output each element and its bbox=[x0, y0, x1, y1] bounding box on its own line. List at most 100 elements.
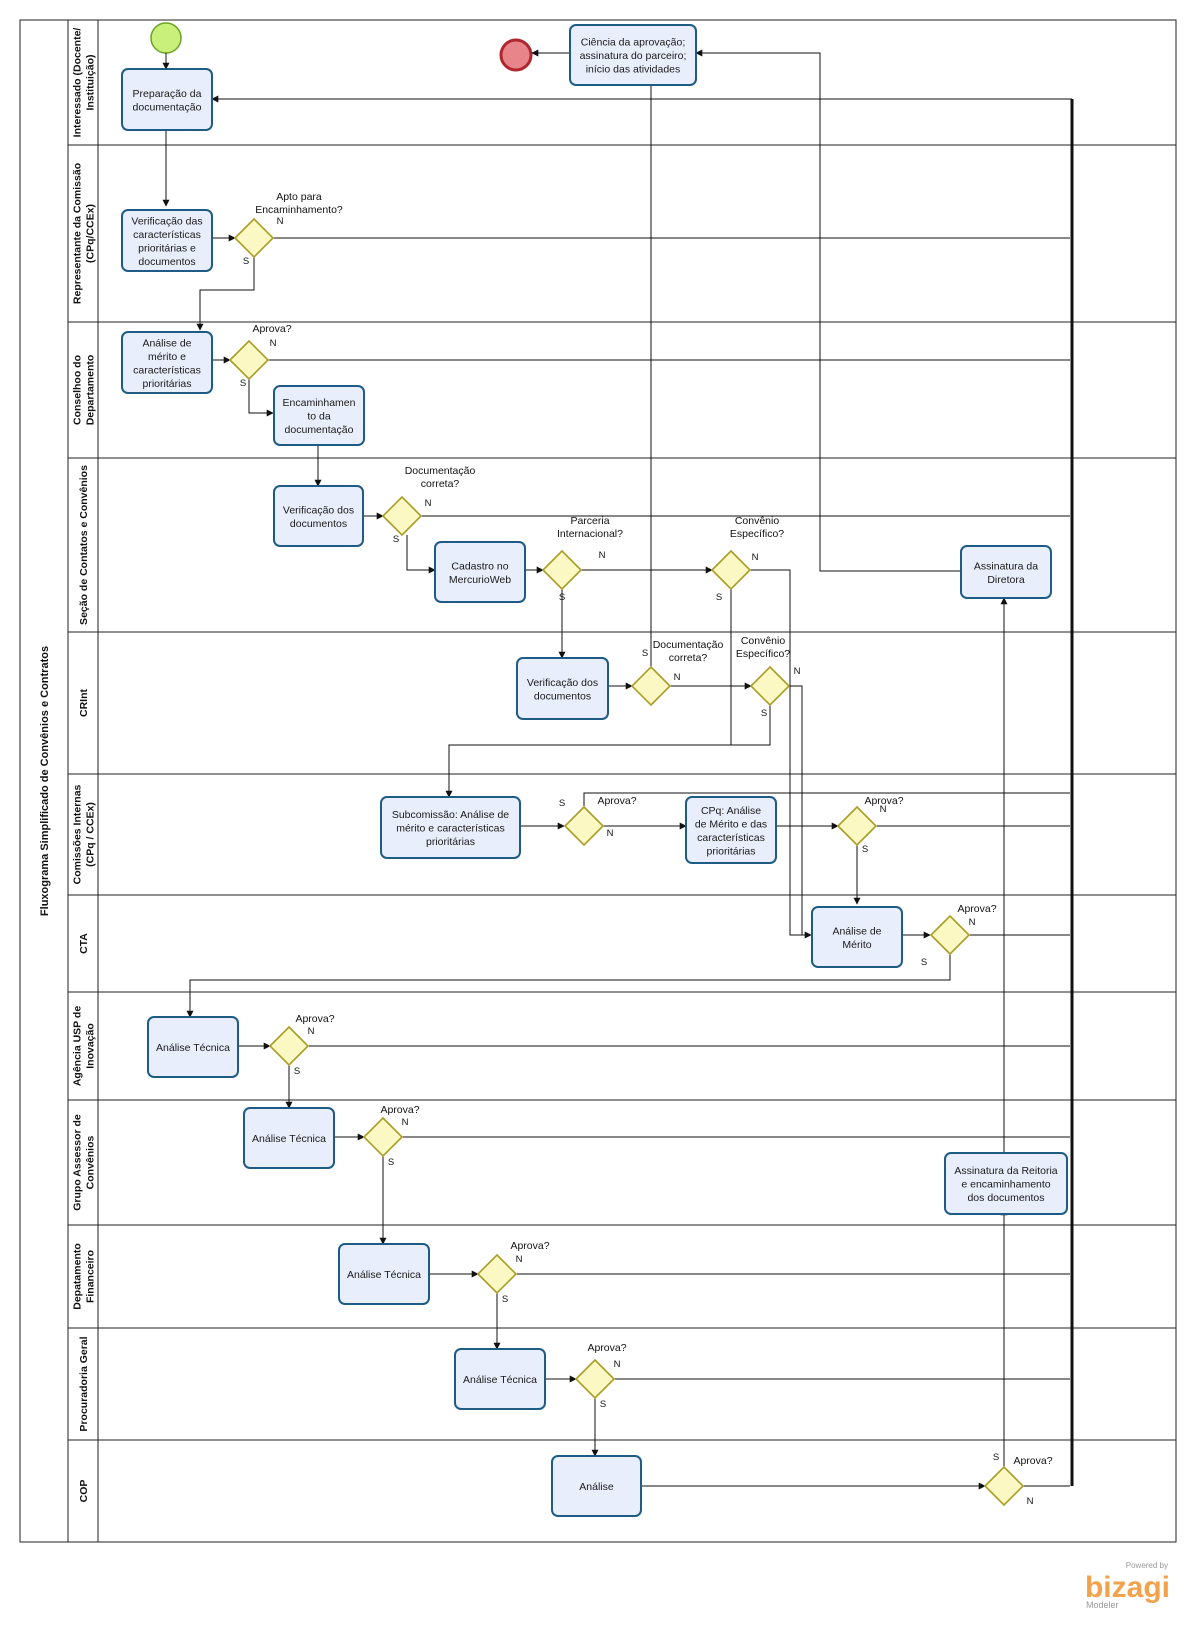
task-label: características bbox=[133, 229, 201, 241]
gateway-aprova-subcomissao[interactable]: Aprova? S N bbox=[559, 795, 637, 847]
branch-no-label: N bbox=[277, 216, 284, 227]
gateway-aprova-grupo[interactable]: Aprova?SN bbox=[362, 1104, 420, 1168]
branch-yes-label: S bbox=[393, 534, 399, 545]
branch-no-label: N bbox=[880, 804, 887, 815]
task-label: mérito e bbox=[148, 351, 186, 363]
gateway-question: Internacional? bbox=[557, 528, 623, 540]
gateway-question: Convênio bbox=[735, 515, 780, 527]
task-label: Mérito bbox=[842, 939, 871, 951]
end-event[interactable] bbox=[499, 38, 533, 72]
task-label: dos documentos bbox=[967, 1192, 1044, 1204]
task-label: CPq: Análise bbox=[701, 805, 761, 817]
gateway-question: Encaminhamento? bbox=[255, 204, 343, 216]
lane-label-comissoes: (CPq / CCEx) bbox=[85, 802, 97, 867]
task-label: Verificação dos bbox=[283, 504, 354, 516]
lanes: Interessado (Docente/Instituição)Represe… bbox=[68, 28, 1176, 1503]
lane-label-financeiro: Financeiro bbox=[85, 1250, 97, 1303]
lane-secao: Seção de Contatos e Convênios bbox=[68, 457, 1176, 625]
gateway-question: Aprova? bbox=[1013, 1455, 1052, 1467]
gateway-question: correta? bbox=[669, 652, 708, 664]
branch-no-label: N bbox=[752, 552, 759, 563]
task-analise-tecnica-grupo[interactable]: Análise Técnica bbox=[243, 1107, 335, 1169]
branch-no-label: N bbox=[425, 498, 432, 509]
gateway-question: Específico? bbox=[730, 528, 784, 540]
lane-label-financeiro: Depatamento bbox=[72, 1243, 84, 1310]
gateway-question: Aprova? bbox=[295, 1013, 334, 1025]
lane-label-grupo: Grupo Assessor de bbox=[72, 1114, 84, 1211]
gateway-question: Aprova? bbox=[510, 1240, 549, 1252]
branch-yes-label: S bbox=[559, 798, 565, 809]
lane-label-agencia: Agência USP de bbox=[72, 1006, 84, 1086]
lane-label-representante: Representante da Comissão bbox=[72, 163, 84, 304]
gateway-aprova-conselho[interactable]: Aprova?SN bbox=[228, 323, 292, 389]
logo-name-text: bizagi bbox=[1085, 1571, 1170, 1604]
branch-no-label: N bbox=[794, 666, 801, 677]
lane-crint: CRInt bbox=[68, 631, 1176, 717]
branch-yes-label: S bbox=[294, 1066, 300, 1077]
lane-representante: Representante da Comissão(CPq/CCEx) bbox=[68, 144, 1176, 304]
task-verificacao-caracteristicas[interactable]: Verificação dascaracterísticasprioritári… bbox=[121, 209, 213, 272]
gateway-question: Aprova? bbox=[252, 323, 291, 335]
task-label: documentos bbox=[534, 690, 591, 702]
gateway-question: Convênio bbox=[741, 635, 786, 647]
task-analise-tecnica-agencia[interactable]: Análise Técnica bbox=[147, 1016, 239, 1078]
branch-no-label: N bbox=[308, 1026, 315, 1037]
branch-yes-label: S bbox=[388, 1157, 394, 1168]
branch-yes-label: S bbox=[642, 648, 648, 659]
gateway-aprova-financeiro[interactable]: Aprova?SN bbox=[476, 1240, 550, 1305]
branch-no-label: N bbox=[270, 338, 277, 349]
logo-product-text: Modeler bbox=[1086, 1600, 1119, 1610]
gateway-question: Aprova? bbox=[597, 795, 636, 807]
gateway-question: Específico? bbox=[736, 648, 790, 660]
task-label: Assinatura da bbox=[974, 560, 1038, 572]
task-analise-cop[interactable]: Análise bbox=[551, 1455, 642, 1517]
lane-comissoes: Comissões Internas(CPq / CCEx) bbox=[68, 773, 1176, 884]
task-analise-tecnica-procuradoria[interactable]: Análise Técnica bbox=[454, 1348, 546, 1410]
task-label: Análise bbox=[579, 1481, 614, 1493]
gateway-aprova-cpq[interactable]: Aprova?SN bbox=[836, 795, 904, 855]
gateway-aprova-cop[interactable]: Aprova?SN bbox=[983, 1452, 1053, 1507]
task-label: características bbox=[133, 364, 201, 376]
gateway-aprova-agencia[interactable]: Aprova? S N bbox=[268, 1013, 335, 1077]
task-analise-tecnica-financeiro[interactable]: Análise Técnica bbox=[338, 1243, 430, 1305]
task-ciencia[interactable]: Ciência da aprovação;assinatura do parce… bbox=[569, 24, 697, 86]
task-label: Análise de bbox=[832, 925, 881, 937]
gateway-question: Parceria bbox=[570, 515, 609, 527]
lane-label-cop: COP bbox=[78, 1480, 90, 1503]
task-label: prioritárias e bbox=[138, 242, 196, 254]
gateway-question: Documentação bbox=[653, 639, 724, 651]
task-analise-merito-cta[interactable]: Análise de Mérito bbox=[811, 906, 903, 968]
start-event[interactable] bbox=[150, 22, 182, 54]
bizagi-logo: Powered by bizagi Modeler bbox=[1085, 1561, 1170, 1610]
branch-yes-label: S bbox=[921, 957, 927, 968]
branch-yes-label: S bbox=[502, 1294, 508, 1305]
lane-label-agencia: Inovação bbox=[85, 1023, 97, 1069]
branch-no-label: N bbox=[599, 550, 606, 561]
task-label: Análise Técnica bbox=[463, 1374, 537, 1386]
gateway-aprova-procuradoria[interactable]: Aprova?SN bbox=[574, 1342, 627, 1410]
branch-no-label: N bbox=[607, 828, 614, 839]
task-label: Análise Técnica bbox=[156, 1042, 230, 1054]
gateway-aprova-cta[interactable]: Aprova?SN bbox=[921, 903, 997, 968]
lane-label-conselho: Departamento bbox=[85, 355, 97, 426]
gateway-question: Documentação bbox=[405, 465, 476, 477]
